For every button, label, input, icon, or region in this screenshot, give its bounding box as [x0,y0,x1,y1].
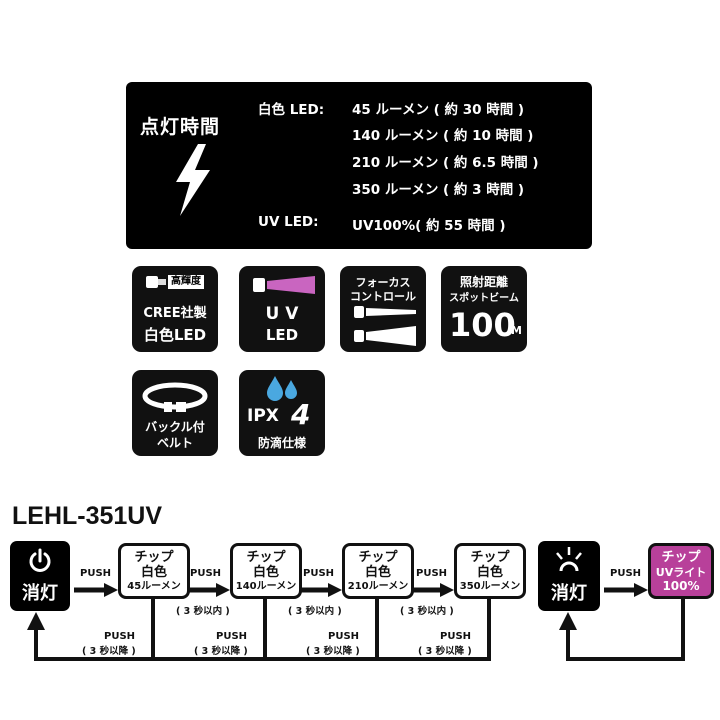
mode-chip-label: チップ [358,550,398,565]
mode-color-label: 白色 [364,565,391,580]
power-icon [29,548,51,572]
arrow-right-icon [74,583,118,597]
distance-line-1: 照射距離 [459,275,508,289]
uv-push-label: PUSH [610,568,642,579]
uv-return-line-vertical [566,628,570,661]
uv-off-box: 消灯 [538,541,600,611]
led-chip-icon [146,276,166,288]
mode-lumen-label: 350ルーメン [459,581,521,592]
arrow-right-icon [410,583,454,597]
cree-line-2: 白色LED [143,326,207,344]
feature-uv-led: U V LED [239,266,325,352]
white-led-line-3: 210 ルーメン ( 約 6.5 時間 ) [352,155,539,171]
white-off-label: 消灯 [22,583,58,604]
uv-return-line-vertical [681,599,685,661]
white-led-label: 白色 LED: [258,102,325,118]
uv-mode-100: チップ UVライト 100% [648,543,714,599]
return-push-label-3: PUSH [328,631,360,642]
water-drop-icon [267,376,297,401]
within-3s-label-1: ( 3 秒以内 ) [176,606,230,617]
mode-lumen-label: 45ルーメン [127,581,181,592]
uv-return-line-horizontal [566,657,685,661]
arrow-up-icon [559,612,577,630]
distance-line-2: スポットビーム [449,293,519,304]
feature-ipx4: IPX 4 防滴仕様 [239,370,325,456]
within-3s-label-2: ( 3 秒以内 ) [288,606,342,617]
uv-beam-icon [253,276,315,294]
white-mode-45: チップ 白色 45ルーメン [118,543,190,599]
uv-off-label: 消灯 [551,583,587,604]
focus-line-2: コントロール [350,290,416,303]
uv-led-line: UV100%( 約 55 時間 ) [352,218,506,234]
arrow-up-icon [27,612,45,630]
white-led-line-2: 140 ルーメン ( 約 10 時間 ) [352,128,534,144]
focus-beams-icon [354,306,416,346]
mode-lumen-label: 140ルーメン [235,581,297,592]
after-3s-label-4: ( 3 秒以降 ) [418,646,472,657]
distance-value: 100 [449,306,516,344]
mode-chip-label: チップ [246,550,286,565]
distance-unit: M [511,324,522,337]
ipx-value: 4 [291,398,311,431]
return-line-vertical [487,599,491,661]
cree-line-1: CREE社製 [143,306,207,321]
white-mode-140: チップ 白色 140ルーメン [230,543,302,599]
white-mode-350: チップ 白色 350ルーメン [454,543,526,599]
mode-chip-label: チップ [134,550,174,565]
high-brightness-badge: 高輝度 [168,275,204,289]
return-line-vertical [151,599,155,661]
mode-color-label: 白色 [140,565,167,580]
feature-cree-led: 高輝度 CREE社製 白色LED [132,266,218,352]
feature-focus-control: フォーカス コントロール [340,266,426,352]
belt-line-1: バックル付 [145,420,205,434]
arrow-right-icon [186,583,230,597]
uv-line-2: LED [265,326,299,344]
model-number: LEHL-351UV [12,502,163,530]
lightning-bolt-icon [176,144,210,216]
white-led-line-4: 350 ルーメン ( 約 3 時間 ) [352,182,525,198]
return-push-label-2: PUSH [216,631,248,642]
after-3s-label-2: ( 3 秒以降 ) [194,646,248,657]
after-3s-label-3: ( 3 秒以降 ) [306,646,360,657]
lighting-time-title: 点灯時間 [140,116,221,138]
white-led-line-1: 45 ルーメン ( 約 30 時間 ) [352,102,525,118]
mode-lumen-label: 210ルーメン [347,581,409,592]
mode-color-label: 白色 [476,565,503,580]
uv-led-label: UV LED: [258,214,319,230]
push-label-3: PUSH [303,568,335,579]
lighting-time-panel: 点灯時間 白色 LED: 45 ルーメン ( 約 30 時間 ) 140 ルーメ… [126,82,592,249]
push-label-1: PUSH [80,568,112,579]
focus-line-1: フォーカス [355,276,411,289]
within-3s-label-3: ( 3 秒以内 ) [400,606,454,617]
return-line-vertical [375,599,379,661]
after-3s-label-1: ( 3 秒以降 ) [82,646,136,657]
arrow-right-icon [604,583,648,597]
uv-off-light-icon [556,547,582,572]
return-push-label-4: PUSH [440,631,472,642]
return-line-vertical [34,628,38,661]
feature-buckle-belt: バックル付 ベルト [132,370,218,456]
uv-mode-chip-label: チップ [661,550,701,565]
uv-mode-percent-label: 100% [662,579,700,593]
ipx-line-2: 防滴仕様 [257,436,306,450]
white-mode-210: チップ 白色 210ルーメン [342,543,414,599]
return-line-horizontal [34,657,491,661]
return-push-label-1: PUSH [104,631,136,642]
uv-line-1: U V [265,304,299,324]
mode-color-label: 白色 [252,565,279,580]
feature-beam-distance: 照射距離 スポットビーム 100 M [441,266,527,352]
white-off-box: 消灯 [10,541,70,611]
ipx-label: IPX [247,406,279,426]
push-label-4: PUSH [416,568,448,579]
return-line-vertical [263,599,267,661]
push-label-2: PUSH [190,568,222,579]
headband-icon [142,382,208,412]
uv-mode-light-label: UVライト [655,566,707,579]
belt-line-2: ベルト [156,436,193,450]
mode-chip-label: チップ [470,550,510,565]
arrow-right-icon [298,583,342,597]
